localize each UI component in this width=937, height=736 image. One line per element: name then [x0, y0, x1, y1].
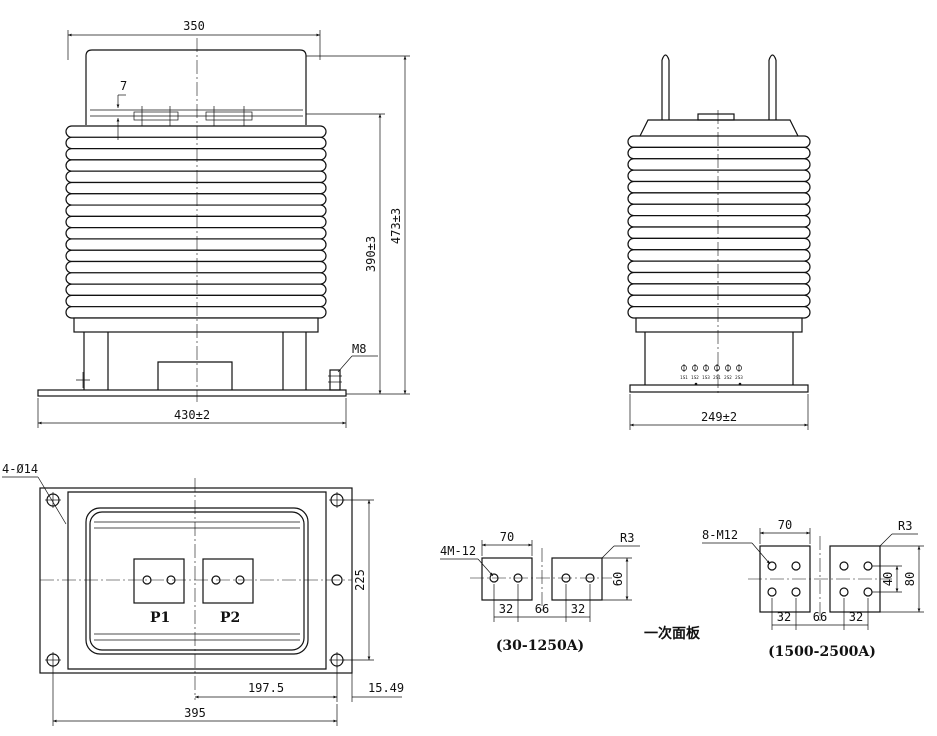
cap-bump	[133, 111, 179, 121]
front-shed	[65, 147, 327, 161]
side-shed	[627, 226, 811, 239]
side-shed	[627, 192, 811, 205]
front-view: 350 430±2 473±3 390±3 7 M8	[37, 19, 410, 428]
plan-p1: P1	[150, 610, 170, 626]
small-holes: 4M-12	[440, 544, 476, 558]
front-shed	[65, 227, 327, 240]
side-shed	[627, 271, 811, 285]
front-shed	[65, 272, 327, 285]
side-shed	[627, 203, 811, 217]
front-shed	[65, 181, 327, 195]
plan-offset: 197.5	[248, 681, 284, 695]
side-shed	[627, 283, 811, 296]
plan-view: P1 P2 4-Ø14 225 197.5 15.49 395	[2, 462, 404, 726]
terminal-label: 1S2	[691, 375, 699, 380]
ground-mark	[694, 382, 698, 386]
small-spacing-b: 32	[571, 602, 585, 616]
terminal-label: 2S3	[735, 375, 743, 380]
large-height-inner: 40	[881, 572, 895, 586]
plan-p2: P2	[220, 610, 240, 626]
front-shed	[65, 283, 327, 297]
side-shed	[627, 135, 811, 148]
front-shed	[65, 159, 327, 172]
large-gap: 66	[813, 610, 827, 624]
front-width-base: 430±2	[174, 408, 210, 422]
side-shed	[627, 249, 811, 262]
terminal-label: 1S1	[680, 375, 688, 380]
side-width: 249±2	[701, 410, 737, 424]
front-step: 7	[120, 79, 127, 93]
panel-caption: 一次面板	[644, 625, 701, 642]
front-shed	[65, 204, 327, 217]
front-shed	[65, 294, 327, 308]
plan-length: 395	[184, 706, 206, 720]
front-shed	[65, 260, 327, 274]
side-shed	[627, 169, 811, 183]
front-shed	[65, 306, 327, 319]
small-spacing-a: 32	[499, 602, 513, 616]
front-shed	[65, 170, 327, 184]
plan-edge: 15.49	[368, 681, 404, 695]
terminal-label: 2S2	[724, 375, 732, 380]
cap-bump	[205, 111, 253, 121]
side-shed	[627, 146, 811, 160]
front-shed	[65, 238, 327, 251]
terminal-label: 1S3	[702, 375, 710, 380]
side-shed	[627, 158, 811, 171]
front-bolt: M8	[352, 342, 366, 356]
small-radius: R3	[620, 531, 634, 545]
large-radius: R3	[898, 519, 912, 533]
large-width: 70	[778, 518, 792, 532]
side-shed	[627, 294, 811, 308]
front-width-top: 350	[183, 19, 205, 33]
side-shed	[627, 237, 811, 251]
front-shed	[65, 193, 327, 206]
small-gap: 66	[535, 602, 549, 616]
side-shed	[627, 260, 811, 274]
small-range: (30-1250A)	[496, 638, 584, 654]
front-height-total: 473±3	[389, 208, 403, 244]
plan-height: 225	[353, 569, 367, 591]
front-height-inner: 390±3	[364, 236, 378, 272]
large-height-outer: 80	[903, 572, 917, 586]
front-shed	[65, 136, 327, 150]
front-shed	[65, 249, 327, 263]
small-width: 70	[500, 530, 514, 544]
large-spacing-b: 32	[849, 610, 863, 624]
large-spacing-a: 32	[777, 610, 791, 624]
large-range: (1500-2500A)	[768, 644, 876, 660]
small-height: 60	[611, 572, 625, 586]
panel-small: 70 4M-12 R3 60 32 66 32 (30-1250A)	[440, 530, 640, 654]
side-shed	[627, 180, 811, 194]
side-shed	[627, 306, 811, 319]
ground-mark	[738, 382, 742, 386]
plan-holes: 4-Ø14	[2, 462, 38, 476]
front-shed	[65, 125, 327, 138]
panel-large: 70 8-M12 R3 40 80 32 66 32 (1500-2500A)	[702, 518, 924, 660]
front-shed	[65, 215, 327, 229]
terminal-label: 2S1	[713, 375, 721, 380]
large-holes: 8-M12	[702, 528, 738, 542]
side-shed	[627, 215, 811, 228]
